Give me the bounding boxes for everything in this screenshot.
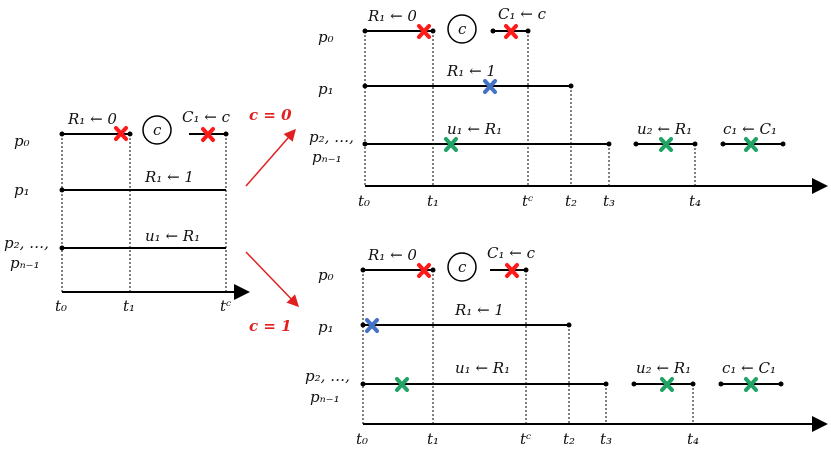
rt-time-tc: tᶜ [522,192,533,210]
rb-green-cross-2 [660,377,674,392]
left-red-cross-1 [114,126,128,141]
rb-label-p1: p₁ [318,318,334,336]
branch-label-c0: c = 0 [249,106,292,124]
right-bottom-diagram: p₀ p₁ p₂, …, pₙ₋₁ R₁ ← 0 c C₁ ← c R₁ ← 1 [305,244,828,448]
rb-time-tc: tᶜ [520,430,531,448]
left-op-r1-write-0: R₁ ← 0 [67,110,117,128]
rb-time-t3: t₃ [600,430,612,448]
rt-green-cross-1 [444,137,458,152]
rt-op-r1-write-1: R₁ ← 1 [446,62,496,80]
left-diagram: p₀ p₁ p₂, …, pₙ₋₁ R₁ ← 0 c C₁ ← c R₁ ← 1… [4,108,250,315]
rb-red-cross-1 [417,263,431,278]
rt-time-t0: t₀ [358,192,370,210]
rb-op-r1-write-0: R₁ ← 0 [367,246,417,264]
rt-green-cross-2 [659,137,673,152]
rt-op-u1-read: u₁ ← R₁ [447,120,502,138]
rt-coin-label: c [458,20,467,38]
rb-label-p0: p₀ [318,266,334,284]
left-label-p0: p₀ [14,132,30,150]
arrow-c0 [245,128,296,187]
branch-label-c1: c = 1 [249,317,292,335]
left-label-p2: p₂, …, [4,234,49,252]
rt-red-cross-1 [417,24,431,39]
rb-time-t1: t₁ [427,430,439,448]
rt-blue-cross [483,79,497,94]
rt-op-r1-write-0: R₁ ← 0 [367,7,417,25]
left-label-pn1: pₙ₋₁ [10,254,40,272]
left-label-p1: p₁ [14,181,30,199]
rt-time-t2: t₂ [565,192,577,210]
rb-coin-circle [447,252,477,282]
rb-green-cross-3 [744,377,758,392]
rt-label-pn1: pₙ₋₁ [312,148,342,166]
rb-time-t4: t₄ [687,430,699,448]
rb-op-r1-write-1: R₁ ← 1 [454,301,504,319]
left-coin-label: c [153,121,162,139]
right-top-diagram: p₀ p₁ p₂, …, pₙ₋₁ R₁ ← 0 c C₁ ← c R₁ ← 1 [309,5,828,210]
rb-label-pn1: pₙ₋₁ [310,388,340,406]
rt-label-p0: p₀ [318,28,334,46]
left-coin-circle [142,115,172,145]
left-op-u1-read: u₁ ← R₁ [145,227,200,245]
left-time-t1: t₁ [123,297,135,315]
rt-green-cross-3 [744,137,758,152]
rt-label-p2: p₂, …, [309,128,354,146]
rb-time-t0: t₀ [356,430,368,448]
rb-time-t2: t₂ [563,430,575,448]
rb-green-cross-1 [395,377,409,392]
rt-coin-circle [447,14,477,44]
rt-label-p1: p₁ [318,80,334,98]
rb-label-p2: p₂, …, [305,367,350,385]
left-op-r1-write-1: R₁ ← 1 [144,168,194,186]
arrow-c1 [245,251,300,308]
rb-coin-label: c [458,258,467,276]
rb-op-c1-read: c₁ ← C₁ [722,359,776,377]
left-red-cross-2 [201,127,215,142]
rt-op-c1-read: c₁ ← C₁ [723,120,777,138]
rt-time-t4: t₄ [689,192,701,210]
rb-op-u2-read: u₂ ← R₁ [636,359,691,377]
rt-op-u2-read: u₂ ← R₁ [637,120,692,138]
rb-blue-cross [365,318,379,333]
rt-op-c1-write-c: C₁ ← c [498,5,547,23]
rb-op-c1-write-c: C₁ ← c [487,244,536,262]
rt-time-t3: t₃ [603,192,615,210]
rt-red-cross-2 [504,24,518,39]
left-time-t0: t₀ [55,297,67,315]
left-time-tc: tᶜ [220,297,231,315]
left-op-c1-write-c: C₁ ← c [182,108,231,126]
rt-time-t1: t₁ [427,192,439,210]
branch-arrows: c = 0 c = 1 [245,106,300,335]
rb-red-cross-2 [505,263,519,278]
rb-op-u1-read: u₁ ← R₁ [455,359,510,377]
